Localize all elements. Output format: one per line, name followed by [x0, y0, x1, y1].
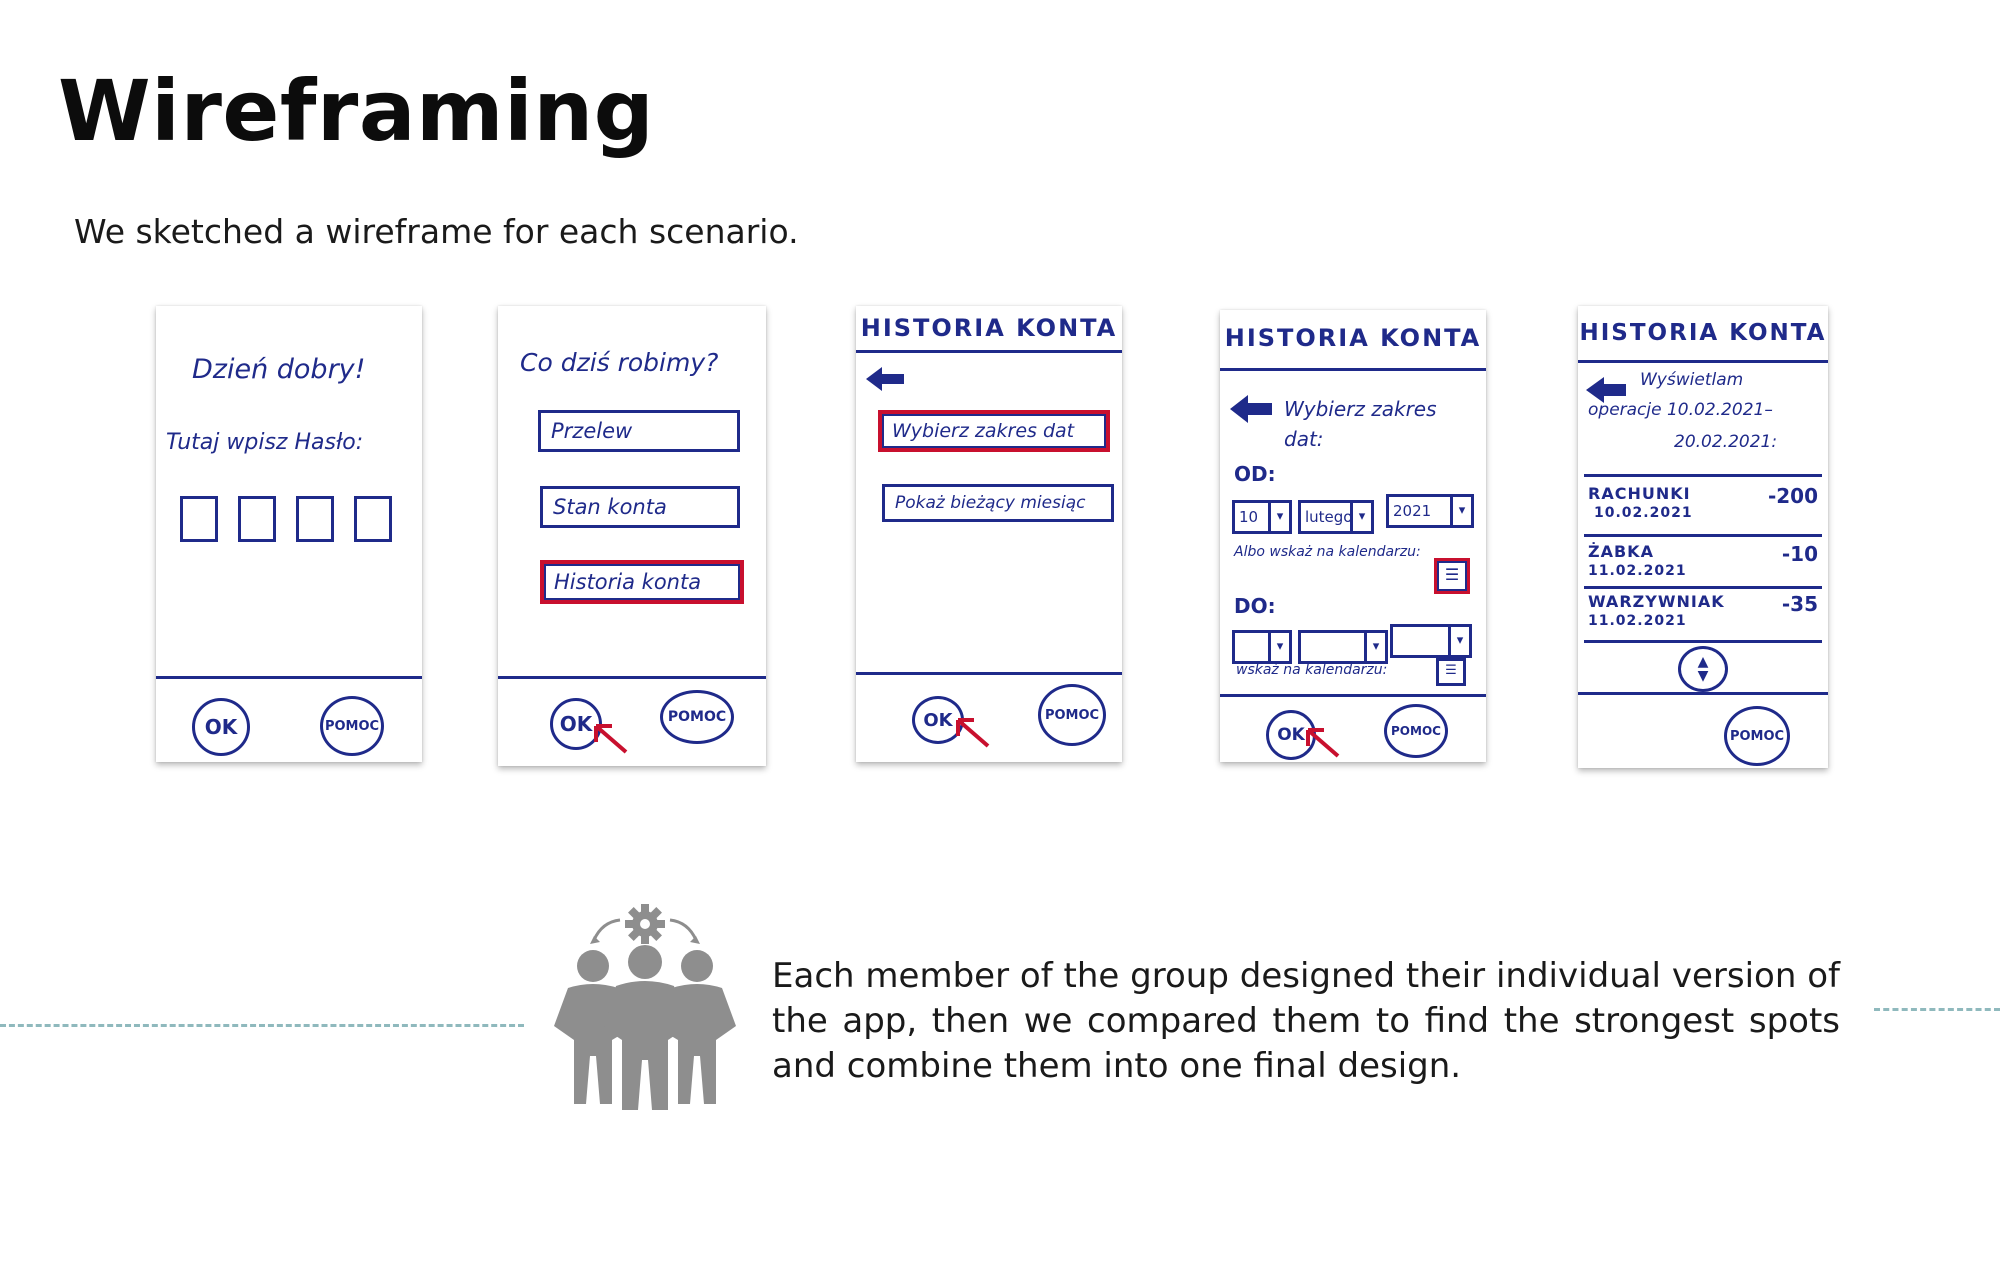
calendar-icon: ☰: [1436, 658, 1466, 686]
option-choose-range: Wybierz zakres dat: [878, 410, 1110, 452]
from-label: OD:: [1234, 462, 1276, 486]
calendar-hint: Albo wskaż na kalendarzu:: [1234, 544, 1421, 560]
dashed-line-left: [0, 1024, 524, 1027]
ok-button: OK: [550, 698, 602, 750]
pin-box-1: [180, 496, 218, 542]
wireframe-menu: Co dziś robimy? Przelew Stan konta Histo…: [498, 306, 766, 766]
to-year-select: ▾: [1390, 624, 1472, 658]
info-line-1: Wyświetlam: [1640, 370, 1744, 390]
transaction-name: ŻABKA: [1588, 542, 1654, 561]
from-month-value: lutego: [1305, 508, 1353, 526]
footer-divider: [156, 676, 422, 679]
cursor-arrow-icon: [594, 724, 628, 754]
back-arrow-icon: [866, 367, 904, 391]
header-divider: [1578, 360, 1828, 363]
transaction-amount: -35: [1781, 592, 1818, 616]
scroll-updown-icon: ▲▼: [1678, 646, 1728, 692]
help-button: POMOC: [1384, 704, 1448, 758]
dashed-line-right: [1874, 1008, 2000, 1011]
back-arrow-icon: [1586, 377, 1626, 403]
range-prompt: Wybierz zakres dat:: [1284, 397, 1437, 451]
from-year-value: 2021: [1393, 502, 1432, 520]
from-day-select: 10 ▾: [1232, 500, 1292, 534]
option-current-month: Pokaż bieżący miesiąc: [882, 484, 1114, 522]
info-line-3: 20.02.2021:: [1674, 432, 1778, 452]
transaction-amount: -10: [1781, 542, 1818, 566]
transaction-row: RACHUNKI -200 10.02.2021: [1588, 484, 1818, 521]
help-button: POMOC: [320, 696, 384, 756]
screen-header: HISTORIA KONTA: [1579, 320, 1827, 346]
transaction-name: WARZYWNIAK: [1588, 592, 1725, 611]
page-subtitle: We sketched a wireframe for each scenari…: [74, 212, 799, 251]
page-title: Wireframing: [58, 62, 655, 160]
password-prompt: Tutaj wpisz Hasło:: [166, 430, 364, 455]
pin-box-2: [238, 496, 276, 542]
greeting-text: Dzień dobry!: [192, 354, 366, 385]
footer-divider: [856, 672, 1122, 675]
header-divider: [1220, 368, 1486, 371]
transaction-date: 10.02.2021: [1594, 505, 1693, 521]
to-day-select: ▾: [1232, 630, 1292, 664]
wireframe-login: Dzień dobry! Tutaj wpisz Hasło: OK POMOC: [156, 306, 422, 762]
chevron-down-icon: ▾: [1268, 503, 1289, 531]
cursor-arrow-icon: [1306, 728, 1340, 758]
header-divider: [856, 350, 1122, 353]
calendar-icon: ☰: [1434, 558, 1470, 594]
transaction-date: 11.02.2021: [1588, 613, 1687, 629]
ok-button: OK: [1266, 710, 1316, 760]
list-divider: [1584, 534, 1822, 537]
pin-box-4: [354, 496, 392, 542]
menu-question: Co dziś robimy?: [520, 348, 719, 377]
list-divider: [1584, 640, 1822, 643]
info-line-2: operacje 10.02.2021–: [1588, 400, 1773, 420]
list-divider: [1584, 474, 1822, 477]
wireframe-history-list: HISTORIA KONTA Wyświetlam operacje 10.02…: [1578, 306, 1828, 768]
help-button: POMOC: [660, 690, 734, 744]
from-month-select: lutego▾: [1298, 500, 1374, 534]
menu-option-transfer: Przelew: [538, 410, 740, 452]
to-label: DO:: [1234, 594, 1276, 618]
wireframe-history-options: HISTORIA KONTA Wybierz zakres dat Pokaż …: [856, 306, 1122, 762]
transaction-date: 11.02.2021: [1588, 563, 1687, 579]
team-description: Each member of the group designed their …: [772, 956, 1840, 1086]
from-year-select: 2021 ▾: [1386, 494, 1474, 528]
help-button: POMOC: [1724, 706, 1790, 766]
chevron-down-icon: ▾: [1450, 497, 1471, 525]
footer-divider: [1220, 694, 1486, 697]
screen-header: HISTORIA KONTA: [1224, 324, 1482, 352]
back-arrow-icon: [1230, 395, 1272, 423]
chevron-down-icon: ▾: [1448, 627, 1469, 655]
transaction-row: ŻABKA -10 11.02.2021: [1588, 542, 1818, 579]
transaction-row: WARZYWNIAK -35 11.02.2021: [1588, 592, 1818, 629]
menu-option-history: Historia konta: [540, 560, 744, 604]
transaction-amount: -200: [1767, 484, 1818, 508]
to-calendar-hint: wskaż na kalendarzu:: [1236, 662, 1388, 678]
help-button: POMOC: [1038, 684, 1106, 746]
chevron-down-icon: ▾: [1350, 503, 1371, 531]
team-gear-icon: [554, 904, 736, 1110]
wireframe-date-range: HISTORIA KONTA Wybierz zakres dat: OD: 1…: [1220, 310, 1486, 762]
cursor-arrow-icon: [956, 718, 990, 748]
footer-divider: [1578, 692, 1828, 695]
list-divider: [1584, 586, 1822, 589]
chevron-down-icon: ▾: [1268, 633, 1289, 661]
ok-button: OK: [192, 698, 250, 756]
transaction-name: RACHUNKI: [1588, 484, 1691, 503]
ok-button: OK: [912, 696, 964, 744]
chevron-down-icon: ▾: [1364, 633, 1385, 661]
pin-box-3: [296, 496, 334, 542]
footer-divider: [498, 676, 766, 679]
screen-header: HISTORIA KONTA: [860, 314, 1118, 342]
menu-option-balance: Stan konta: [540, 486, 740, 528]
to-month-select: ▾: [1298, 630, 1388, 664]
from-day-value: 10: [1239, 508, 1259, 526]
